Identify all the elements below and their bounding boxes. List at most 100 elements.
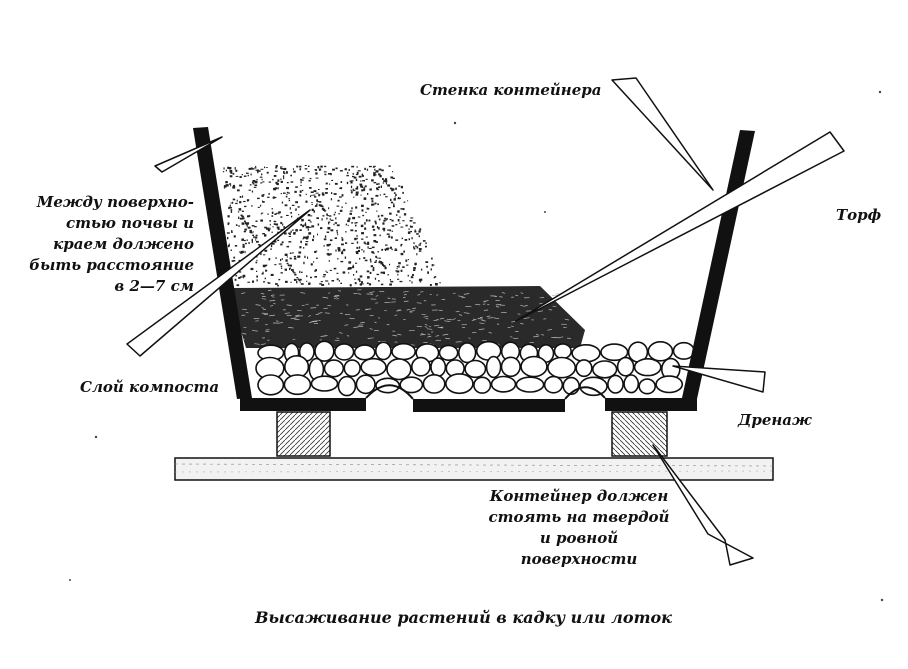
soil-fleck [295, 315, 300, 318]
peat-speck [367, 276, 370, 279]
peat-speck [375, 259, 377, 262]
soil-fleck [288, 327, 294, 329]
peat-speck [315, 177, 319, 179]
peat-speck [390, 280, 394, 283]
peat-speck [311, 194, 313, 196]
peat-speck [280, 258, 282, 262]
peat-speck [338, 213, 341, 215]
soil-fleck [547, 329, 552, 331]
peat-speck [351, 207, 353, 210]
soil-fleck [328, 292, 331, 294]
peat-speck [226, 232, 230, 234]
peat-speck [229, 183, 232, 185]
peat-speck [416, 253, 418, 256]
peat-speck [294, 190, 297, 193]
peat-speck [296, 165, 299, 168]
soil-fleck [357, 293, 362, 295]
soil-fleck [446, 318, 453, 321]
peat-speck [266, 167, 268, 168]
soil-fleck [261, 312, 268, 315]
peat-speck [264, 277, 266, 280]
peat-speck [295, 229, 298, 232]
soil-fleck [406, 308, 411, 311]
peat-speck [271, 243, 275, 245]
peat-speck [300, 178, 302, 181]
drainage-stone [543, 375, 564, 394]
soil-fleck [374, 321, 377, 324]
peat-speck [249, 230, 251, 233]
peat-speck [278, 211, 281, 214]
peat-speck [286, 187, 289, 190]
peat-speck [229, 206, 232, 209]
peat-speck [322, 276, 326, 278]
peat-speck [434, 276, 437, 278]
peat-speck [400, 244, 402, 247]
soil-fleck [310, 307, 317, 309]
peat-speck [317, 200, 319, 203]
label-container-wall: Стенка контейнера [420, 81, 602, 99]
peat-speck [235, 275, 238, 277]
soil-fleck [511, 320, 516, 323]
peat-speck [311, 208, 314, 212]
peat-speck [304, 223, 307, 227]
peat-speck [302, 177, 305, 179]
soil-fleck [365, 308, 372, 310]
peat-speck [336, 224, 340, 227]
soil-fleck [338, 290, 341, 292]
peat-speck [427, 271, 429, 274]
peat-speck [233, 260, 236, 262]
peat-speck [334, 211, 336, 214]
peat-speck [369, 258, 372, 261]
peat-speck [223, 186, 225, 189]
peat-speck [238, 216, 240, 219]
peat-speck [234, 167, 236, 170]
peat-speck [246, 239, 248, 241]
peat-speck [331, 179, 334, 181]
peat-speck [329, 183, 331, 185]
soil-fleck [458, 314, 463, 316]
peat-speck [272, 226, 274, 228]
peat-speck [303, 247, 305, 249]
drainage-stone [500, 356, 521, 378]
soil-fleck [369, 328, 373, 330]
peat-speck [349, 284, 352, 287]
peat-speck [405, 224, 408, 227]
peat-speck [354, 230, 357, 232]
peat-speck [299, 270, 301, 274]
peat-speck [395, 193, 397, 196]
peat-speck [296, 277, 299, 279]
peat-speck [371, 179, 374, 182]
soil-fleck [273, 302, 276, 305]
soil-fleck [267, 289, 272, 291]
peat-speck [354, 237, 357, 241]
peat-speck [414, 230, 417, 233]
peat-speck [261, 273, 264, 275]
peat-speck [291, 215, 293, 218]
soil-fleck [270, 305, 274, 307]
soil-fleck [346, 335, 350, 337]
peat-speck [349, 212, 352, 215]
soil-fleck [507, 326, 511, 329]
soil-fleck [533, 336, 539, 338]
soil-fleck [353, 326, 359, 328]
peat-speck [352, 188, 354, 192]
peat-speck [265, 269, 268, 272]
peat-speck [319, 283, 322, 285]
peat-speck [351, 165, 355, 168]
peat-speck [389, 229, 392, 232]
peat-speck [300, 240, 302, 244]
peat-speck [376, 226, 379, 229]
drainage-stone [485, 355, 502, 379]
peat-speck [373, 165, 376, 167]
peat-speck [348, 217, 351, 220]
peat-speck [255, 220, 258, 222]
peat-speck [299, 229, 302, 231]
peat-speck [361, 189, 364, 192]
peat-speck [249, 184, 252, 186]
peat-speck [327, 249, 329, 251]
drainage-stone [343, 359, 361, 378]
soil-fleck [481, 319, 486, 322]
peat-speck [227, 237, 229, 240]
peat-speck [278, 278, 281, 281]
peat-speck [314, 250, 317, 253]
